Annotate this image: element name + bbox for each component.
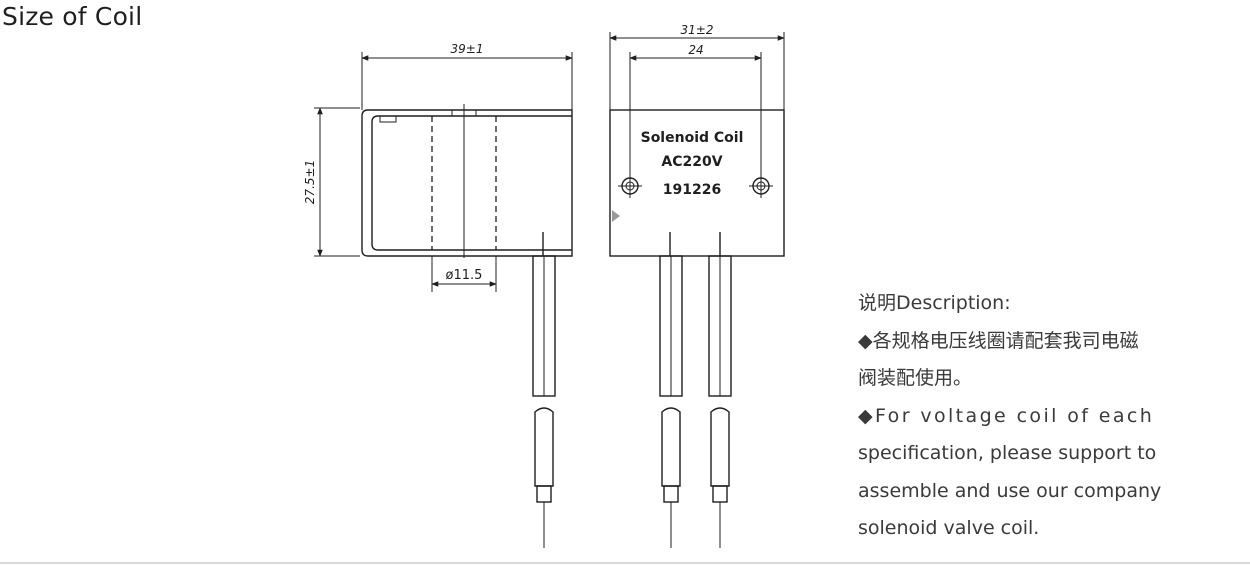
description-en-line-4: solenoid valve coil.	[858, 517, 1040, 539]
description-en-line-2: specification, please support to	[858, 442, 1157, 464]
description-heading: 说明Description:	[858, 292, 1011, 314]
coil-label-code: 191226	[663, 182, 721, 198]
right-mounting-hole-icon	[749, 174, 773, 198]
side-width-dimension: 39±1	[451, 42, 484, 56]
description-en-line-3: assemble and use our company	[858, 479, 1162, 502]
front-hole-spacing-dimension: 24	[688, 43, 703, 57]
side-view: 39±1 27.5±1 ø11.5	[303, 42, 573, 548]
side-height-dimension: 27.5±1	[303, 160, 317, 204]
side-bore-dimension: ø11.5	[446, 268, 483, 283]
front-view: 31±2 24 Solenoid Coil AC220V 191226	[609, 23, 785, 548]
coil-label-voltage: AC220V	[661, 154, 722, 170]
description-cn-line-2: 阀装配使用。	[858, 367, 973, 389]
coil-label-name: Solenoid Coil	[641, 130, 744, 146]
description-en-line-1: ◆For voltage coil of each	[858, 404, 1155, 427]
description-cn-line-1: ◆各规格电压线圈请配套我司电磁	[858, 329, 1139, 352]
front-width-dimension: 31±2	[681, 23, 714, 37]
page-title: Size of Coil	[2, 2, 143, 31]
description-block: 说明Description: ◆各规格电压线圈请配套我司电磁 阀装配使用。 ◆F…	[858, 285, 1230, 548]
footer-divider	[0, 562, 1250, 564]
left-mounting-hole-icon	[618, 174, 642, 198]
